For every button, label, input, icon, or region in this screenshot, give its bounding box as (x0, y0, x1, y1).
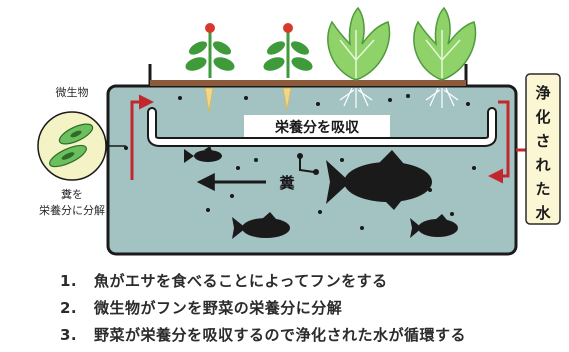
purified-char-6: 水 (535, 204, 551, 222)
step-text: 魚がエサを食べることによってフンをする (94, 272, 388, 290)
fish-bottom-right (410, 214, 458, 238)
plant-roots (204, 87, 292, 113)
step-text: 野菜が栄養分を吸収するので浄化された水が循環する (94, 326, 467, 344)
lettuce-roots (339, 87, 459, 108)
outflow-arrow (488, 100, 510, 184)
dung-particles (124, 94, 476, 230)
absorb-label: 栄養分を吸収 (274, 119, 360, 136)
purified-water-box (525, 73, 561, 225)
step-text: 微生物がフンを野菜の栄養分に分解 (94, 299, 343, 317)
step-number: 1. (60, 272, 78, 290)
grow-bed-soil (150, 80, 466, 86)
lettuce-plant-1 (327, 6, 391, 81)
seedling-plant-2 (263, 23, 313, 78)
step-1: 1. 魚がエサを食べることによってフンをする (60, 268, 466, 295)
purified-char-2: 化 (535, 108, 550, 126)
step-number: 3. (60, 326, 78, 344)
step-number: 2. (60, 299, 78, 317)
step-3: 3. 野菜が栄養分を吸収するので浄化された水が循環する (60, 322, 466, 349)
seedling-plant-1 (185, 23, 235, 78)
aquaponics-diagram: 栄養分を吸収 糞 (37, 6, 561, 256)
decompose-label-line2: 栄養分に分解 (39, 203, 105, 217)
fish-small-top (184, 146, 222, 163)
purified-char-5: た (535, 180, 550, 198)
purified-char-3: さ (535, 132, 550, 150)
dung-pointer (299, 158, 315, 173)
fish-large (326, 150, 432, 210)
microbe-icon (49, 123, 94, 168)
lettuce-plant-2 (413, 6, 477, 81)
fish-bottom-left (232, 212, 290, 239)
microbe-bubble (37, 111, 107, 181)
microbe-label: 微生物 (56, 85, 89, 99)
process-steps: 1. 魚がエサを食べることによってフンをする 2. 微生物がフンを野菜の栄養分に分解… (60, 268, 466, 349)
inflow-arrow (130, 94, 154, 180)
step-2: 2. 微生物がフンを野菜の栄養分に分解 (60, 295, 466, 322)
decompose-label-line1: 糞を (61, 187, 83, 201)
dung-label: 糞 (278, 174, 295, 192)
purified-char-4: れ (535, 156, 550, 174)
purified-char-1: 浄 (535, 84, 550, 102)
